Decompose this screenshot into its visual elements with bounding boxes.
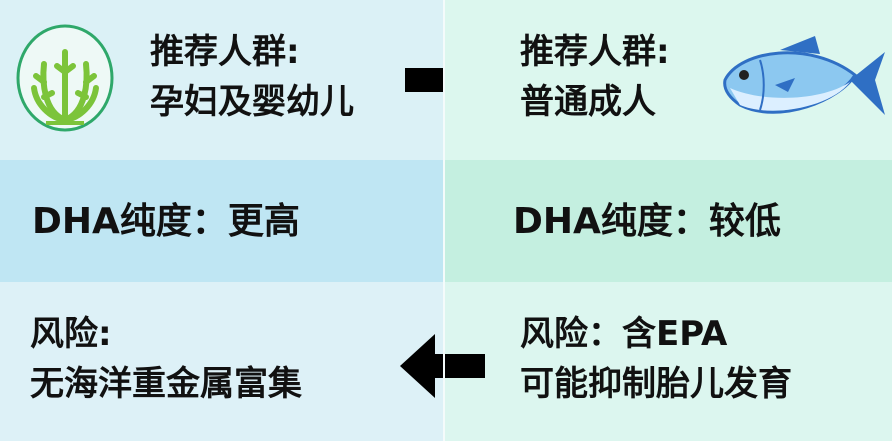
algae-risk-cell: 风险: 无海洋重金属富集 — [0, 282, 443, 441]
algae-audience-cell: 推荐人群: 孕妇及婴幼儿 — [0, 0, 490, 160]
seaweed-icon — [16, 24, 114, 132]
audience-value: 孕妇及婴幼儿 — [150, 82, 354, 122]
fish-risk-cell: 风险：含EPA 可能抑制胎儿发育 — [400, 282, 892, 441]
arrow-left-icon — [400, 334, 485, 398]
column-divider — [443, 0, 445, 441]
risk-label: 风险：含EPA — [520, 314, 728, 354]
fish-purity-cell: DHA纯度：较低 — [445, 160, 892, 282]
purity-text: DHA纯度：较低 — [513, 201, 781, 242]
risk-value: 无海洋重金属富集 — [30, 364, 302, 404]
purity-text: DHA纯度：更高 — [32, 201, 300, 242]
risk-value: 可能抑制胎儿发育 — [520, 364, 792, 404]
fish-audience-cell: 推荐人群: 普通成人 — [445, 0, 892, 160]
risk-label: 风险: — [30, 314, 112, 354]
audience-label: 推荐人群: — [150, 32, 300, 72]
audience-label: 推荐人群: — [520, 32, 670, 72]
fish-icon — [723, 36, 885, 115]
audience-value: 普通成人 — [520, 82, 656, 122]
algae-purity-cell: DHA纯度：更高 — [0, 160, 443, 282]
